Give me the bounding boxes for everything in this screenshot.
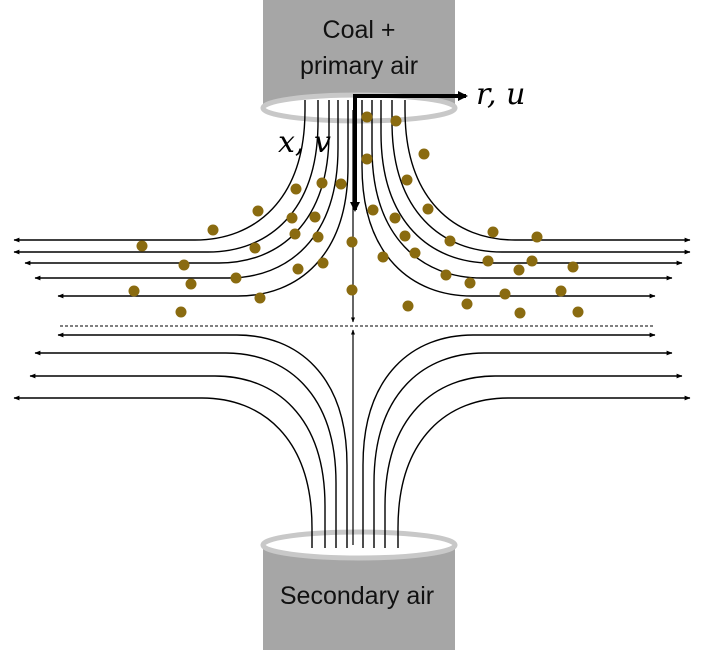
coal-particle (440, 269, 452, 281)
coal-particle (136, 240, 148, 252)
streamline-lower-left-1 (34, 350, 337, 548)
coal-particle (487, 226, 499, 238)
streamlines (13, 100, 691, 548)
coal-particle (377, 251, 389, 263)
coal-particle (482, 255, 494, 267)
coal-particle (499, 288, 511, 300)
streamline-lower-right-5 (373, 350, 673, 548)
bottom-nozzle-rim (260, 529, 458, 561)
streamline-upper-right-5 (361, 100, 656, 299)
coal-particle (317, 257, 329, 269)
streamline-upper-right-6 (371, 100, 673, 281)
coal-particle (254, 292, 266, 304)
coal-particle (335, 178, 347, 190)
top-nozzle-label-line1: Coal + (323, 16, 396, 44)
streamline-lower-left-3 (13, 395, 313, 548)
streamline-lower-right-4 (362, 332, 656, 548)
coal-particle (207, 224, 219, 236)
coal-particle (309, 211, 321, 223)
coal-particle (526, 255, 538, 267)
coal-particle (185, 278, 197, 290)
coal-particles (128, 111, 584, 319)
coal-particle (514, 307, 526, 319)
coal-particle (178, 259, 190, 271)
coal-particle (346, 236, 358, 248)
coal-particle (175, 306, 187, 318)
top-nozzle-rim (260, 92, 458, 124)
coal-particle (367, 204, 379, 216)
coal-particle (401, 174, 413, 186)
streamline-upper-left-3 (13, 100, 319, 255)
coal-particle (346, 284, 358, 296)
streamline-lower-right-7 (397, 395, 691, 548)
coal-particle (422, 203, 434, 215)
radial-axis-label: r, u (476, 77, 525, 112)
coal-particle (461, 298, 473, 310)
coal-particle (390, 115, 402, 127)
coal-particle (531, 231, 543, 243)
coal-particle (399, 230, 411, 242)
streamline-upper-left-4 (13, 100, 306, 243)
streamline-lower-left-2 (29, 373, 326, 548)
streamline-upper-right-7 (380, 100, 683, 266)
coal-particle (128, 285, 140, 297)
streamline-upper-right-9 (404, 100, 691, 243)
streamline-lower-left-0 (57, 332, 348, 548)
coal-particle (513, 264, 525, 276)
coal-particle (312, 231, 324, 243)
coal-particle (572, 306, 584, 318)
top-nozzle: Coal + primary air (260, 0, 458, 124)
coal-particle (290, 183, 302, 195)
coal-particle (286, 212, 298, 224)
coal-particle (402, 300, 414, 312)
coal-particle (289, 228, 301, 240)
coal-particle (361, 153, 373, 165)
coal-particle (389, 212, 401, 224)
coal-particle (444, 235, 456, 247)
coal-particle (418, 148, 430, 160)
streamline-lower-right-6 (384, 373, 683, 548)
bottom-nozzle-label: Secondary air (280, 582, 434, 610)
coal-particle (555, 285, 567, 297)
coal-particle (292, 263, 304, 275)
bottom-nozzle-body (263, 545, 455, 650)
streamline-upper-left-0 (57, 100, 349, 299)
top-nozzle-label-line2: primary air (300, 52, 418, 80)
streamline-upper-right-8 (391, 100, 691, 255)
coal-particle (252, 205, 264, 217)
coal-particle (567, 261, 579, 273)
axial-axis-label: x, v (278, 125, 331, 160)
coal-particle (361, 111, 373, 123)
coal-particle (316, 177, 328, 189)
coordinate-axes: r, u x, v (278, 77, 525, 212)
streamline-upper-left-1 (34, 100, 339, 281)
coal-particle (230, 272, 242, 284)
bottom-nozzle: Secondary air (260, 529, 458, 650)
coal-particle (464, 277, 476, 289)
coal-particle (409, 247, 421, 259)
top-nozzle-body (263, 0, 455, 106)
coal-particle (249, 242, 261, 254)
